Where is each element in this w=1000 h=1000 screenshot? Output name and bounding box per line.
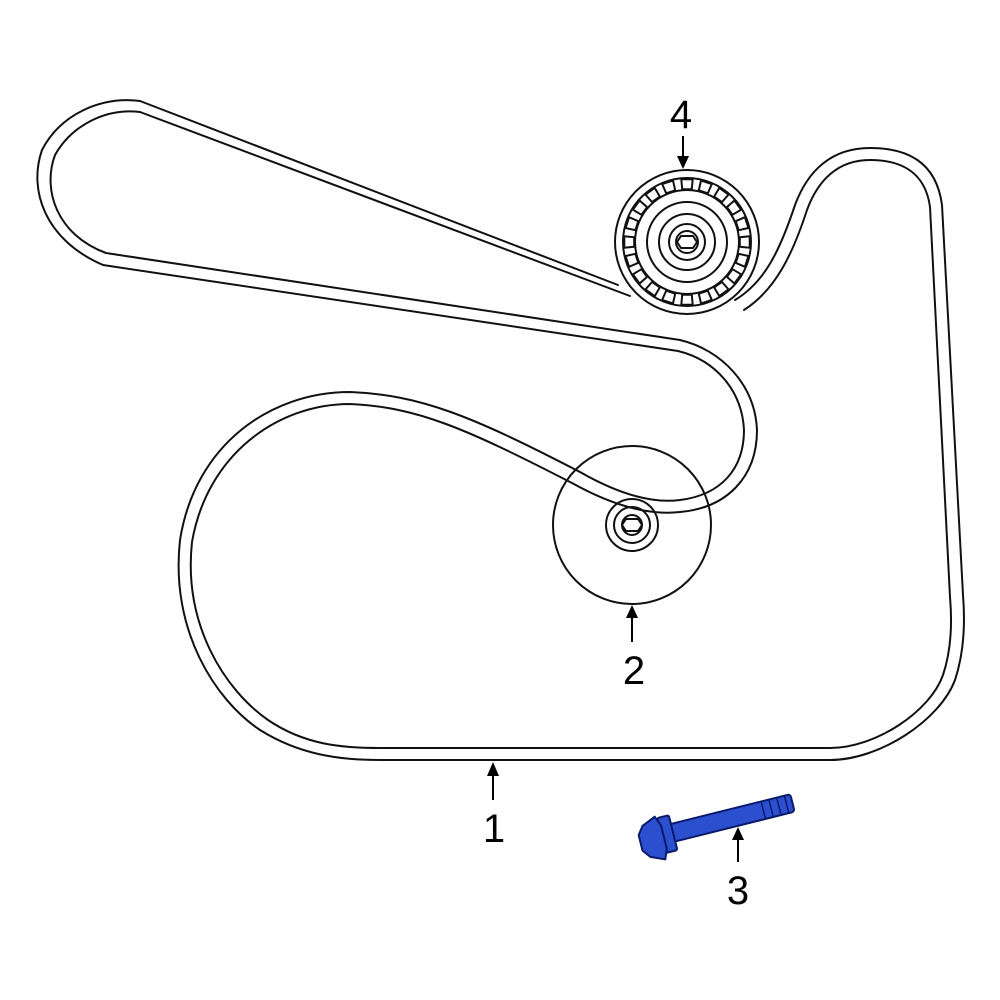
idler-inner-rim bbox=[622, 177, 752, 307]
idler-rib bbox=[644, 186, 661, 204]
callout-4: 4 bbox=[670, 93, 692, 137]
idler-rib bbox=[697, 289, 713, 305]
idler-rib bbox=[644, 280, 661, 298]
idler-ribs bbox=[623, 178, 751, 306]
idler-bearing bbox=[658, 213, 716, 271]
idler-rib bbox=[734, 252, 750, 268]
bolt-thread bbox=[760, 795, 790, 820]
belt-upper-run-outer bbox=[139, 100, 619, 286]
idler-rib bbox=[624, 216, 640, 232]
drive-pulley[interactable] bbox=[552, 445, 712, 605]
pulley-hex-socket bbox=[621, 518, 643, 532]
serpentine-belt[interactable] bbox=[36, 99, 966, 761]
idler-rib bbox=[734, 216, 750, 232]
idler-rib bbox=[713, 280, 730, 298]
idler-hub bbox=[668, 223, 706, 261]
bolt[interactable] bbox=[635, 784, 798, 865]
pulley-outer-rim bbox=[552, 445, 712, 605]
idler-rib bbox=[680, 178, 694, 191]
idler-hex-socket bbox=[676, 235, 698, 249]
pulley-hub-outer bbox=[605, 498, 659, 552]
belt-upper-run-inner bbox=[139, 111, 631, 297]
idler-rib bbox=[631, 268, 649, 285]
callout-arrows bbox=[487, 136, 744, 862]
idler-rib bbox=[624, 252, 640, 268]
arrow-1-head bbox=[487, 762, 499, 776]
bolt-hex-head bbox=[637, 815, 668, 861]
bolt-shank bbox=[668, 793, 795, 843]
idler-rib bbox=[661, 289, 677, 305]
idler-rib-ring bbox=[634, 189, 740, 295]
idler-rib bbox=[623, 235, 636, 249]
idler-pulley[interactable] bbox=[614, 169, 760, 315]
idler-bolt-hole bbox=[675, 230, 699, 254]
idler-rib bbox=[661, 179, 677, 195]
idler-rib bbox=[725, 268, 743, 285]
arrow-4-head bbox=[677, 156, 689, 169]
idler-rib bbox=[680, 293, 694, 306]
idler-rib bbox=[697, 179, 713, 195]
callout-2: 2 bbox=[623, 649, 645, 693]
idler-face bbox=[646, 201, 728, 283]
pulley-hub-inner bbox=[613, 506, 651, 544]
arrow-2-head bbox=[626, 605, 638, 618]
idler-rib bbox=[631, 199, 649, 216]
callout-3: 3 bbox=[727, 869, 749, 913]
belt-outer-edge bbox=[36, 99, 966, 761]
idler-rib bbox=[713, 186, 730, 204]
idler-rib bbox=[725, 199, 743, 216]
idler-rib bbox=[738, 235, 751, 249]
idler-outer-rim bbox=[614, 169, 760, 315]
arrow-3-head bbox=[732, 827, 744, 840]
callout-1: 1 bbox=[483, 807, 505, 851]
belt-inner-edge bbox=[49, 110, 953, 749]
